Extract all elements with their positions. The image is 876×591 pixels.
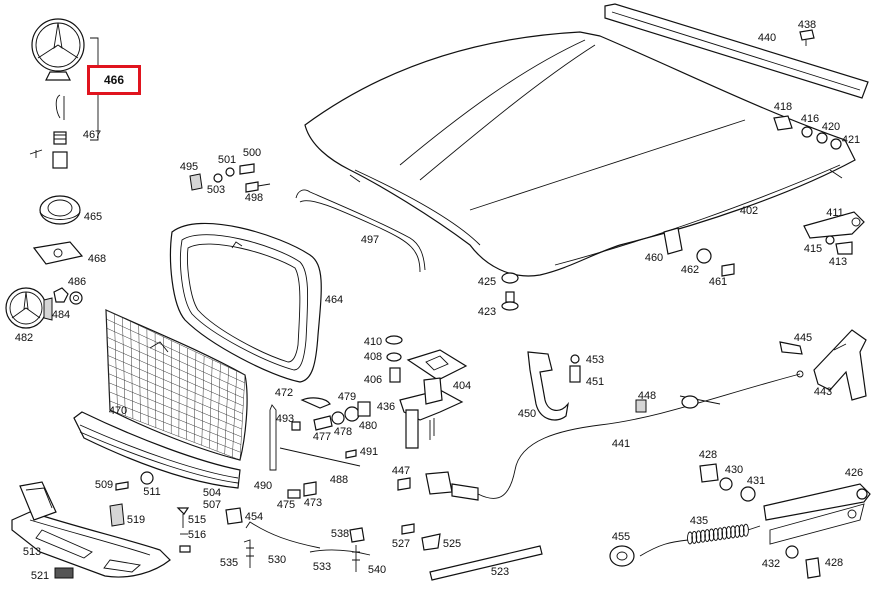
part-number-label: 538	[331, 528, 349, 540]
part-number-label: 445	[794, 332, 812, 344]
part-number-label: 418	[774, 101, 792, 113]
part-number-label: 464	[325, 294, 343, 306]
part-number-label: 408	[364, 351, 382, 363]
part-number-label: 530	[268, 554, 286, 566]
nut-pair	[54, 288, 82, 304]
part-number-label: 428	[699, 449, 717, 461]
part-number-label: 461	[709, 276, 727, 288]
part-number-label: 453	[586, 354, 604, 366]
part-number-label: 460	[645, 252, 663, 264]
part-number-label: 465	[84, 211, 102, 223]
gasket	[34, 242, 82, 264]
part-number-label: 516	[188, 529, 206, 541]
part-number-label: 428	[825, 557, 843, 569]
part-number-label: 475	[277, 499, 295, 511]
part-number-label: 415	[804, 243, 822, 255]
part-number-label: 498	[245, 192, 263, 204]
part-number-label: 515	[188, 514, 206, 526]
part-number-label: 504	[203, 487, 221, 499]
part-number-label: 491	[360, 446, 378, 458]
part-number-label: 503	[207, 184, 225, 196]
part-number-label: 478	[334, 426, 352, 438]
part-number-label: 540	[368, 564, 386, 576]
part-number-label: 435	[690, 515, 708, 527]
screw	[800, 30, 814, 46]
part-number-label: 527	[392, 538, 410, 550]
part-number-label: 436	[377, 401, 395, 413]
bumper-stop	[502, 273, 518, 310]
part-number-label: 448	[638, 390, 656, 402]
part-number-label: 404	[453, 380, 471, 392]
part-number-label: 447	[392, 465, 410, 477]
part-number-label: 421	[842, 134, 860, 146]
part-number-label: 411	[826, 207, 844, 219]
part-number-label: 454	[245, 511, 263, 523]
part-number-label: 486	[68, 276, 86, 288]
part-number-label: 467	[83, 129, 101, 141]
part-number-label: 533	[313, 561, 331, 573]
part-number-label: 521	[31, 570, 49, 582]
part-number-label: 482	[15, 332, 33, 344]
part-number-label: 440	[758, 32, 776, 44]
part-number-label: 477	[313, 431, 331, 443]
part-number-label: 509	[95, 479, 113, 491]
part-number-label: 423	[478, 306, 496, 318]
part-number-label: 430	[725, 464, 743, 476]
part-number-label: 507	[203, 499, 221, 511]
part-number-label: 519	[127, 514, 145, 526]
part-number-label: 410	[364, 336, 382, 348]
hinge-arm	[764, 484, 870, 544]
part-number-label: 402	[740, 205, 758, 217]
part-number-label: 406	[364, 374, 382, 386]
part-number-label: 493	[276, 413, 294, 425]
part-number-label: 523	[491, 566, 509, 578]
part-number-label: 455	[612, 531, 630, 543]
grille-star-emblem	[6, 288, 52, 328]
part-number-label: 450	[518, 408, 536, 420]
part-number-label: 513	[23, 546, 41, 558]
part-number-label: 438	[798, 19, 816, 31]
part-number-label: 416	[801, 113, 819, 125]
part-number-label: 468	[88, 253, 106, 265]
part-number-label: 500	[243, 147, 261, 159]
part-number-label: 443	[814, 386, 832, 398]
part-number-label: 511	[143, 486, 161, 498]
part-number-label: 420	[822, 121, 840, 133]
part-number-label: 441	[612, 438, 630, 450]
highlighted-part-label: 466	[87, 65, 141, 95]
part-number-label: 479	[338, 391, 356, 403]
part-number-label: 470	[109, 405, 127, 417]
part-number-label: 501	[218, 154, 236, 166]
part-number-label: 472	[275, 387, 293, 399]
spring-and-bushing	[610, 524, 760, 566]
small-clips	[190, 164, 270, 192]
part-number-label: 426	[845, 467, 863, 479]
part-number-label: 431	[747, 475, 765, 487]
part-number-label: 525	[443, 538, 461, 550]
emblem-base	[40, 196, 80, 224]
part-number-label: 480	[359, 420, 377, 432]
part-number-label: 413	[829, 256, 847, 268]
part-number-label: 535	[220, 557, 238, 569]
part-number-label: 497	[361, 234, 379, 246]
part-number-label: 473	[304, 497, 322, 509]
part-number-label: 451	[586, 376, 604, 388]
part-number-label: 432	[762, 558, 780, 570]
part-number-label: 425	[478, 276, 496, 288]
part-number-label: 484	[52, 309, 70, 321]
part-number-label: 488	[330, 474, 348, 486]
part-number-label: 490	[254, 480, 272, 492]
part-number-label: 495	[180, 161, 198, 173]
hood-lock-assembly	[386, 336, 466, 448]
part-number-label: 462	[681, 264, 699, 276]
